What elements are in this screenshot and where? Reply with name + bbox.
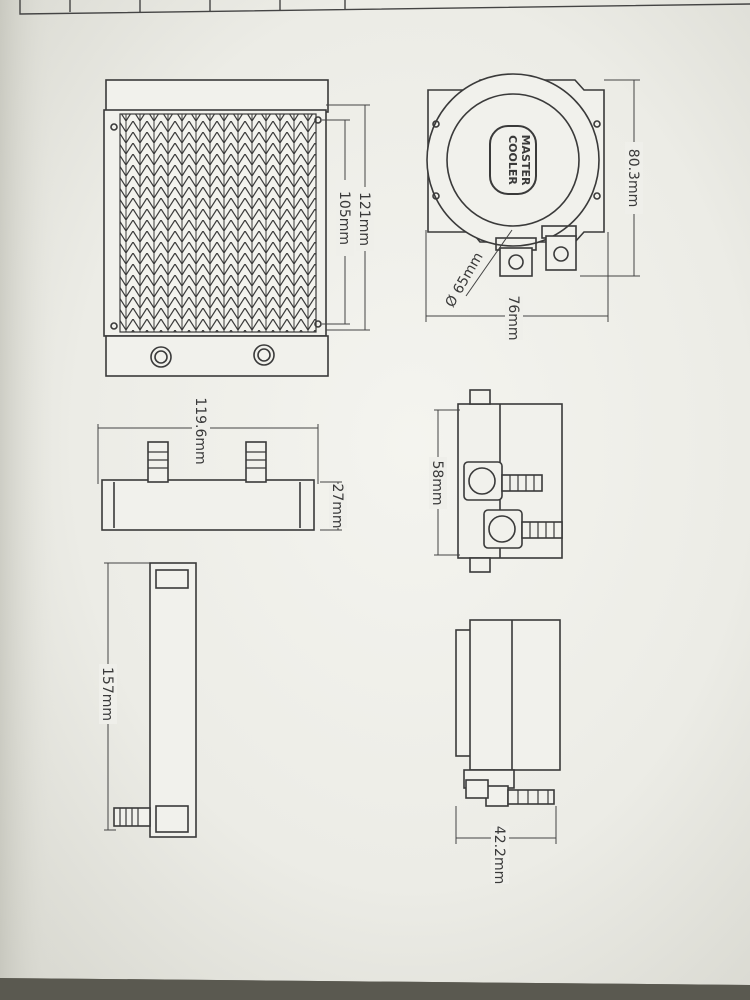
brand-logo-line1: COOLER — [506, 135, 519, 185]
pump-top-view — [426, 73, 605, 277]
pump-side-view-2 — [455, 619, 561, 807]
label-pump-height: 80.3mm — [625, 149, 641, 207]
table-surface-bottom — [0, 978, 750, 1000]
radiator-tube-view — [113, 562, 197, 838]
label-tube-length: 157mm — [99, 667, 115, 721]
label-radiator-width: 119.6mm — [192, 397, 208, 464]
top-table-edge — [19, 0, 750, 15]
label-radiator-thickness: 27mm — [329, 483, 345, 528]
radiator-front-view — [103, 79, 329, 377]
label-radiator-mount: 105mm — [336, 191, 352, 245]
label-pump-side-depth: 42.2mm — [491, 826, 507, 884]
pump-side-view — [457, 389, 563, 573]
label-pump-depth: 58mm — [429, 460, 445, 505]
label-radiator-height: 121mm — [356, 192, 372, 246]
label-pump-width: 76mm — [505, 295, 521, 340]
brand-logo-line2: MASTER — [519, 135, 532, 186]
radiator-side-view — [101, 441, 315, 531]
